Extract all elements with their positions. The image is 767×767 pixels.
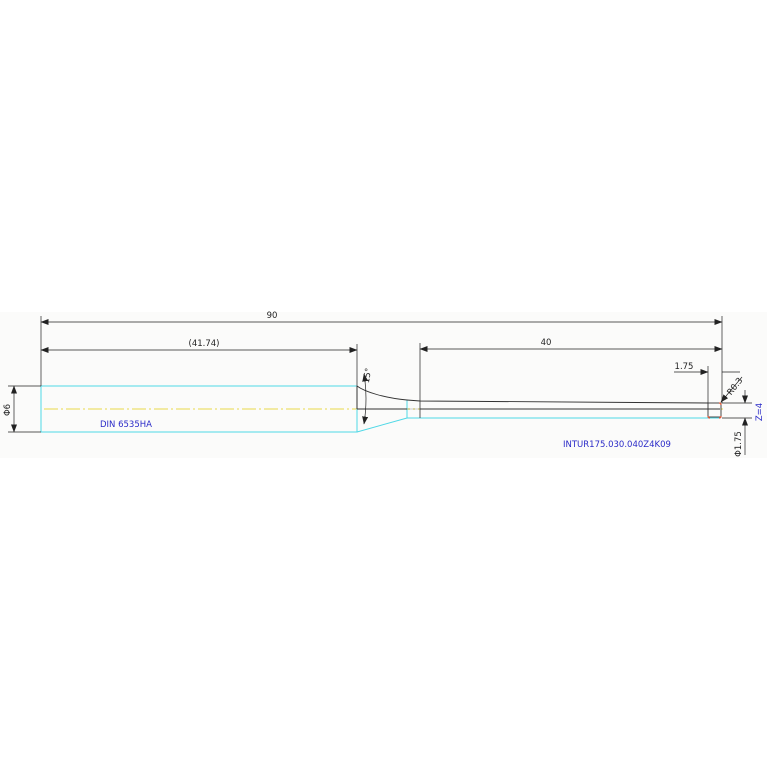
flutes-label: Z=4 — [755, 403, 765, 421]
drawing-frame — [0, 312, 767, 458]
shank-length-label: (41.74) — [189, 339, 220, 349]
taper-angle-label: 15° — [362, 367, 374, 384]
shank-standard-label: DIN 6535HA — [100, 420, 152, 430]
cutting-tip — [707, 402, 722, 418]
shank-diameter-label: Φ6 — [3, 404, 13, 416]
tip-diameter-label: Φ1.75 — [734, 431, 744, 457]
tip-length-label: 1.75 — [675, 362, 694, 372]
taper-angle-arc — [362, 373, 369, 425]
part-number-label: INTUR175.030.040Z4K09 — [563, 440, 671, 450]
corner-radius-leader — [720, 376, 743, 403]
overall-length-label: 90 — [267, 311, 278, 321]
taper-profile — [356, 385, 709, 404]
corner-radius-arc — [707, 402, 722, 419]
neck-length-label: 40 — [541, 338, 552, 348]
